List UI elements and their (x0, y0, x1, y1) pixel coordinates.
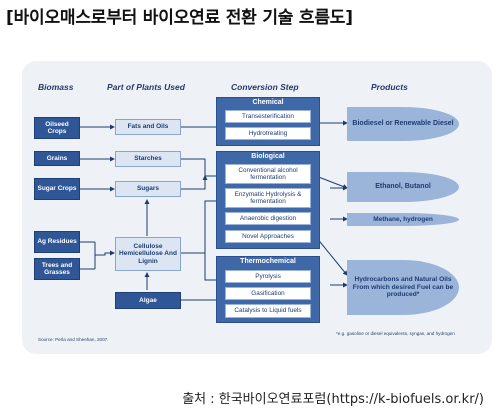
step-catalysis-liquid-fuels: Catalysis to Liquid fuels (225, 304, 311, 318)
group-thermochemical-label: Thermochemical (240, 258, 296, 265)
step-novel-approaches: Novel Approaches (225, 230, 311, 243)
step-gasification: Gasification (225, 287, 311, 300)
group-biological: Biological Conventional alcohol fermenta… (216, 151, 320, 249)
group-thermochemical: Thermochemical Pyrolysis Gasification Ca… (216, 256, 320, 323)
product-hydrocarbons: Hydrocarbons and Natural Oils From which… (347, 260, 459, 315)
plant-sugars: Sugars (115, 181, 181, 197)
product-biodiesel: Biodiesel or Renewable Diesel (347, 107, 459, 141)
biomass-grains: Grains (34, 151, 80, 166)
footnote: *e.g. gasoline or diesel equivalents, sy… (336, 331, 455, 336)
group-biological-label: Biological (251, 153, 285, 160)
step-conventional-alcohol-fermentation: Conventional alcohol fermentation (225, 164, 311, 184)
group-chemical-label: Chemical (252, 99, 284, 106)
step-transesterification: Transesterification (225, 110, 311, 123)
biomass-trees-grasses: Trees and Grasses (34, 258, 80, 280)
plant-starches: Starches (115, 151, 181, 167)
header-plants: Part of Plants Used (107, 82, 185, 92)
plant-fats-oils: Fats and Oils (115, 119, 181, 135)
step-anaerobic-digestion: Anaerobic digestion (225, 212, 311, 225)
step-hydrotreating: Hydrotreating (225, 127, 311, 140)
biomass-oilseed-crops: Oilseed Crops (34, 117, 80, 139)
biomass-sugar-crops: Sugar Crops (34, 178, 80, 200)
group-chemical: Chemical Transesterification Hydrotreati… (216, 97, 320, 146)
product-ethanol-butanol: Ethanol, Butanol (347, 172, 459, 202)
product-methane-hydrogen: Methane, hydrogen (347, 213, 459, 226)
credit-source: 출처 : 한국바이오연료포럼(https://k-biofuels.or.kr/… (182, 392, 484, 407)
step-enzymatic-hydrolysis: Enzymatic Hydrolysis & fermentation (225, 188, 311, 208)
step-pyrolysis: Pyrolysis (225, 270, 311, 283)
source-note: Source: Perla and Sheehan, 2007. (38, 337, 109, 342)
header-products: Products (371, 82, 408, 92)
biomass-ag-residues: Ag Residues (34, 231, 80, 253)
header-biomass: Biomass (38, 82, 74, 92)
plant-cellulose: Cellulose Hemicellulose And Lignin (115, 237, 181, 271)
page-title: [바이오매스로부터 바이오연료 전환 기술 흐름도] (6, 8, 353, 28)
header-conversion: Conversion Step (231, 82, 299, 92)
plant-algae: Algae (115, 292, 181, 309)
